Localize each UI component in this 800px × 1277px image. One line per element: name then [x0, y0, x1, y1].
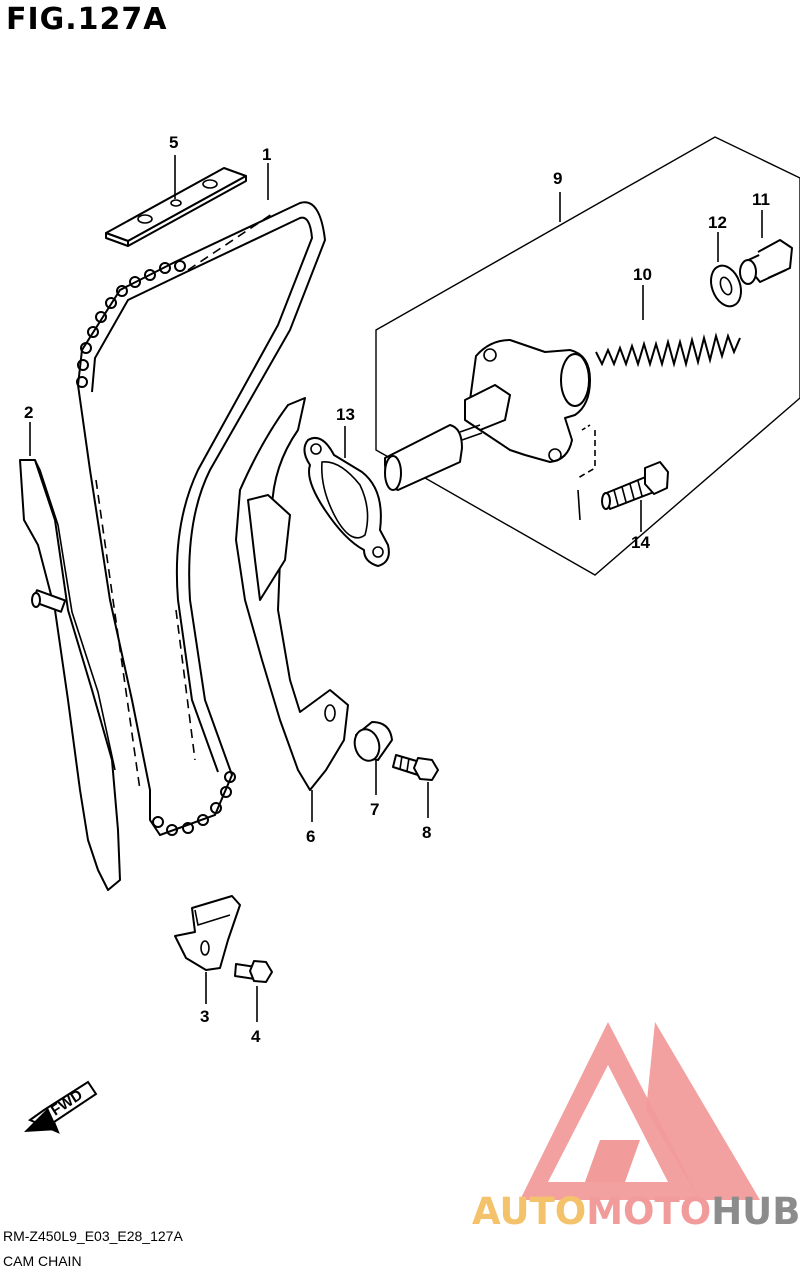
part-6-tensioner-guide — [235, 397, 349, 822]
figure-name: CAM CHAIN — [3, 1253, 82, 1269]
callout-11: 11 — [752, 190, 770, 209]
fwd-arrow-icon — [24, 1080, 98, 1134]
callout-7: 7 — [370, 800, 379, 819]
watermark-logo — [520, 1022, 760, 1200]
watermark-text-moto: MOTO — [586, 1190, 712, 1233]
callout-12: 12 — [708, 213, 727, 232]
watermark-text: AUTOMOTOHUB — [472, 1190, 800, 1233]
callout-10: 10 — [633, 265, 652, 284]
part-12-washer — [710, 232, 742, 308]
callout-1: 1 — [262, 145, 271, 164]
figure-title: FIG.127A — [6, 2, 168, 37]
part-8-bolt — [392, 754, 439, 818]
callout-5: 5 — [169, 133, 178, 152]
callout-4: 4 — [251, 1027, 261, 1046]
callout-3: 3 — [200, 1007, 209, 1026]
part-11-cap-bolt — [739, 210, 793, 285]
part-4-bolt — [234, 960, 273, 1022]
part-2-chain-guide-left — [19, 422, 121, 891]
watermark-text-hub: HUB — [711, 1190, 800, 1233]
callout-14: 14 — [631, 533, 650, 552]
part-5-chain-guide-top — [105, 155, 247, 247]
part-10-spring — [595, 285, 741, 368]
figure-code: RM-Z450L9_E03_E28_127A — [3, 1228, 183, 1244]
callout-13: 13 — [336, 405, 355, 424]
callout-8: 8 — [422, 823, 431, 842]
part-13-gasket — [303, 426, 390, 567]
callout-6: 6 — [306, 827, 315, 846]
part-1-cam-chain — [76, 163, 327, 837]
part-9-tensioner-assembly — [375, 136, 800, 576]
callout-9: 9 — [553, 169, 562, 188]
part-7-collar — [353, 721, 393, 795]
watermark-text-auto: AUTO — [472, 1190, 587, 1233]
callout-2: 2 — [24, 403, 33, 422]
part-3-bracket — [174, 895, 241, 1004]
part-14-bolt — [601, 461, 669, 532]
